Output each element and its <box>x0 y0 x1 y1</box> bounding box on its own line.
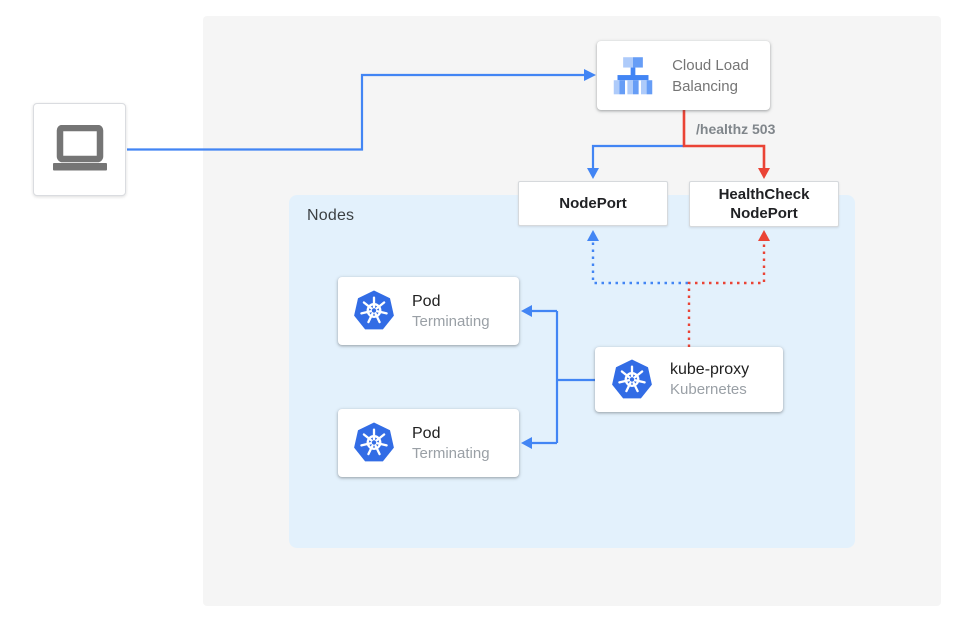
kubernetes-icon <box>352 421 396 465</box>
cloud-load-balancing-title: Cloud Load Balancing <box>672 56 749 95</box>
pod-status: Terminating <box>412 312 490 330</box>
kubernetes-icon <box>610 358 654 402</box>
pod-title: Pod <box>412 292 441 310</box>
pod-card-top: Pod Terminating <box>338 277 519 345</box>
nodes-container-label: Nodes <box>307 207 355 224</box>
kubernetes-icon <box>352 289 396 333</box>
nodeport-box: NodePort <box>518 181 668 226</box>
laptop-icon <box>50 125 110 175</box>
cloud-load-balancer-icon <box>610 54 655 98</box>
kube-proxy-subtitle: Kubernetes <box>670 381 747 398</box>
kube-proxy-title: kube-proxy <box>670 361 750 378</box>
pod-title: Pod <box>412 424 441 442</box>
pod-status: Terminating <box>412 444 490 462</box>
healthcheck-nodeport-box: HealthCheck NodePort <box>689 181 839 227</box>
kube-proxy-card: kube-proxy Kubernetes <box>595 347 783 412</box>
pod-card-bottom: Pod Terminating <box>338 409 519 477</box>
healthz-503-label: /healthz 503 <box>696 121 776 137</box>
cloud-load-balancing-card: Cloud Load Balancing <box>597 41 770 110</box>
client-card <box>33 103 126 196</box>
